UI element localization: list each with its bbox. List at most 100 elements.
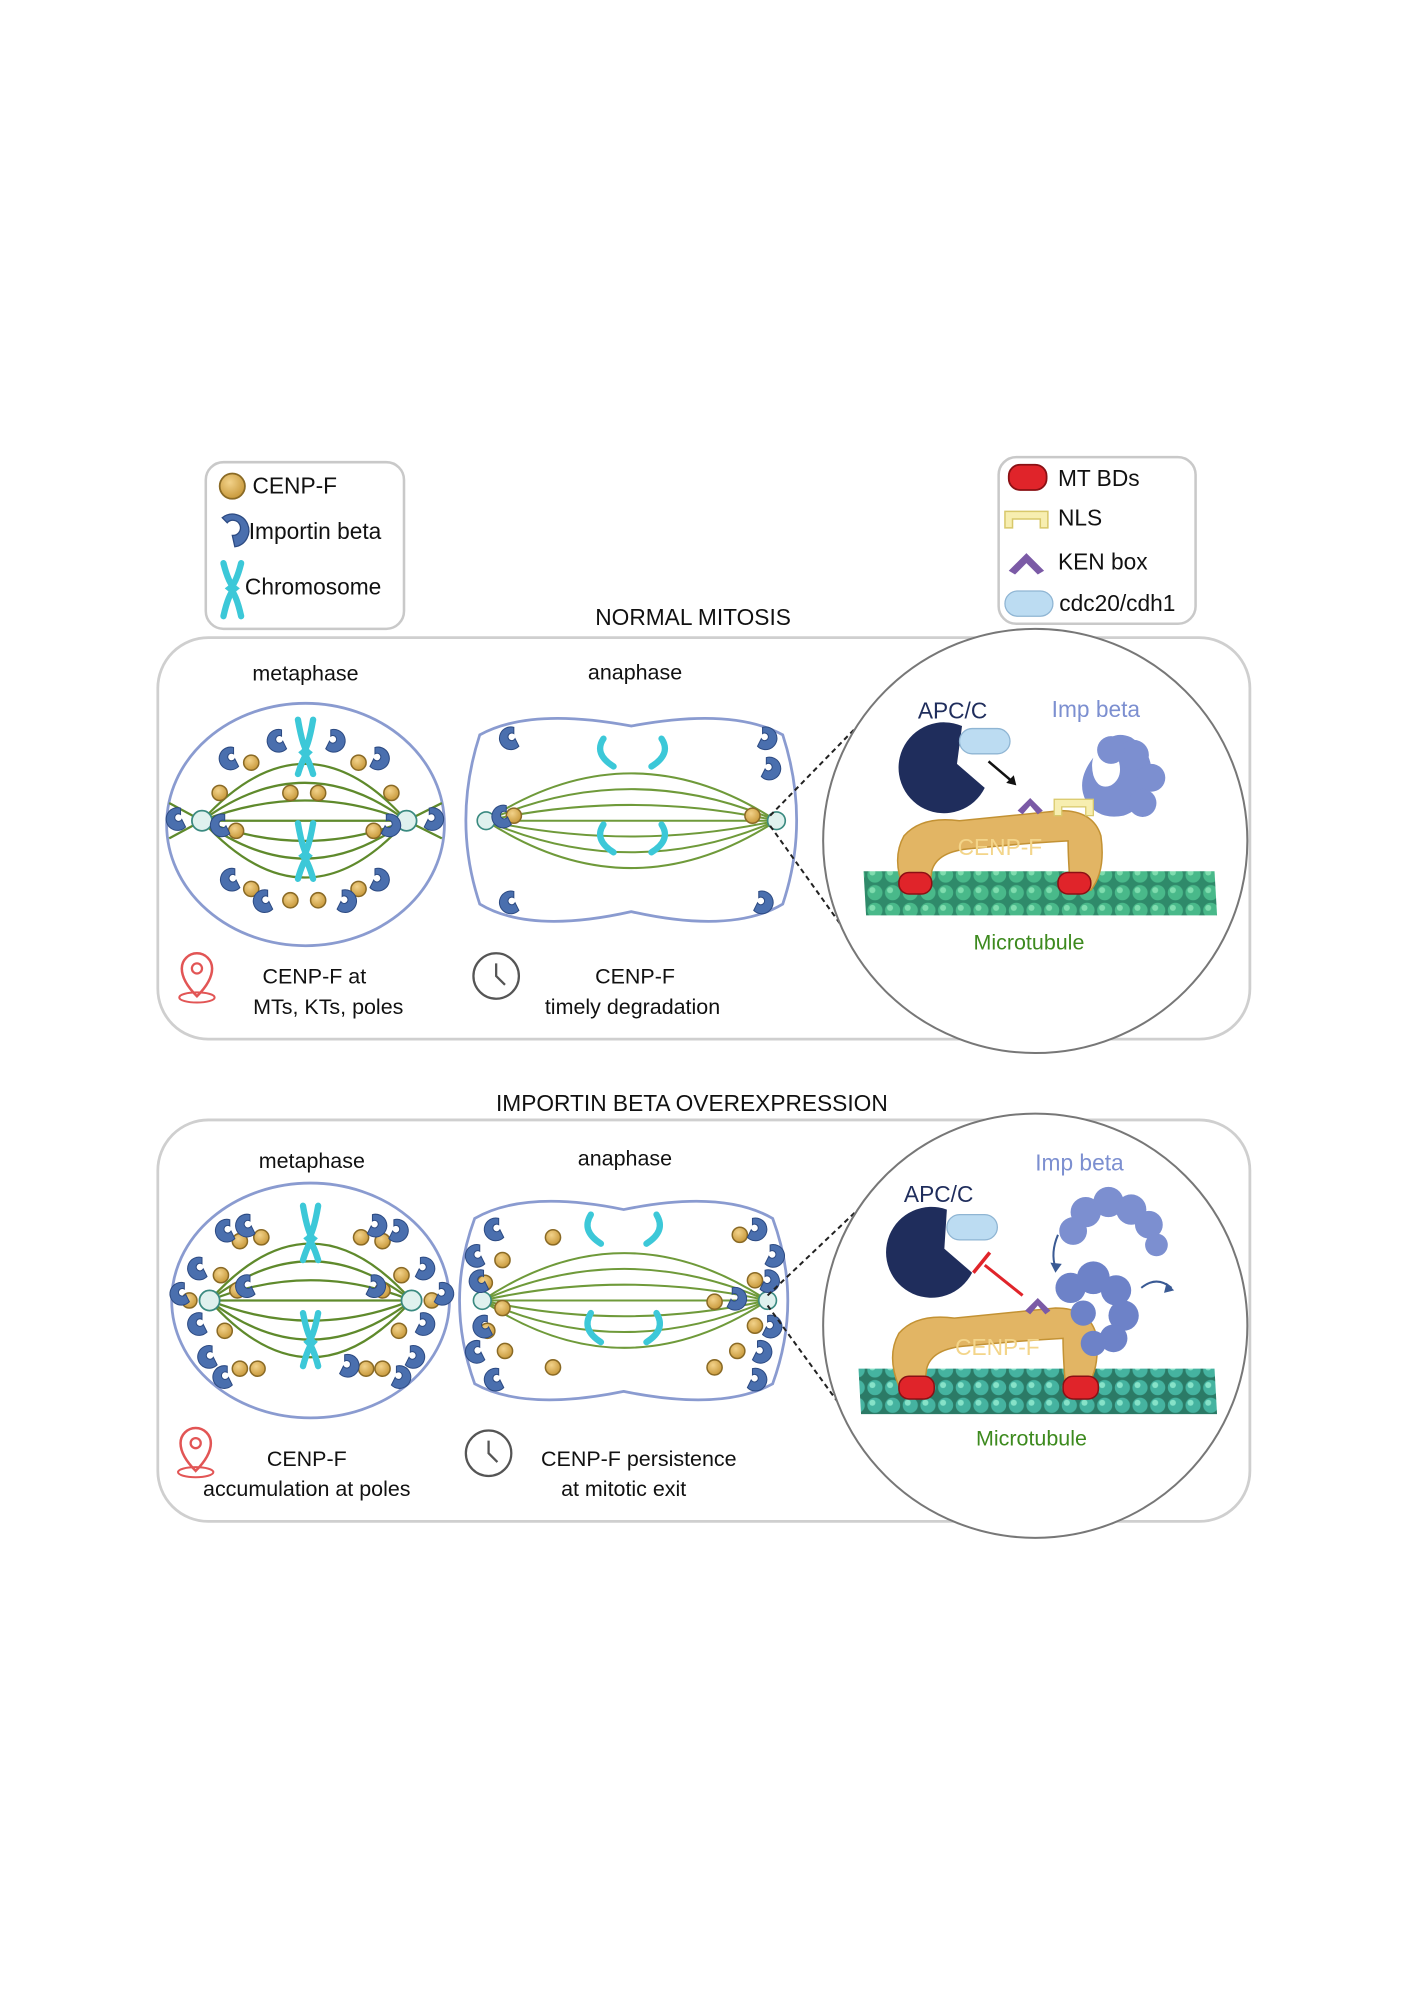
legend-cenpf-item: CENP-F xyxy=(218,472,338,500)
overexp-caption-mid: CENP-F persistence at mitotic exit xyxy=(464,1429,737,1501)
importin-beta-marks xyxy=(165,728,445,913)
arrow-head-icon xyxy=(1006,775,1017,786)
overexp-metaphase-cell xyxy=(169,1181,455,1420)
importin-beta-icon xyxy=(221,513,250,548)
legend-cdc20-item: cdc20/cdh1 xyxy=(1004,590,1175,617)
normal-caption-mid-line2: timely degradation xyxy=(545,995,720,1019)
legend-left: CENP-F Importin beta Chromosome xyxy=(204,460,406,631)
ken-box-icon xyxy=(1008,553,1045,575)
legend-chromosome-label: Chromosome xyxy=(245,574,381,600)
separated-chromatids xyxy=(597,735,669,856)
panel-normal-title: NORMAL MITOSIS xyxy=(595,604,791,630)
legend-cdc20-label: cdc20/cdh1 xyxy=(1059,590,1175,616)
apc-c-complex xyxy=(898,722,1011,814)
zoom-line-bottom xyxy=(769,825,847,933)
normal-caption-mid: CENP-F timely degradation xyxy=(472,952,720,1019)
centrosome-right xyxy=(766,811,787,831)
normal-caption-left-line2: MTs, KTs, poles xyxy=(253,995,403,1019)
cenpf-protein: CENP-F xyxy=(896,798,1103,895)
overexp-imp-label: Imp beta xyxy=(1035,1149,1124,1175)
location-pin-icon xyxy=(177,1426,215,1479)
normal-anaphase-cell xyxy=(464,716,799,923)
overexp-cenpf-label: CENP-F xyxy=(955,1334,1040,1360)
mt-binding-domain-left xyxy=(898,1375,936,1400)
inhibition-line xyxy=(983,1263,1024,1297)
legend-mtbd-item: MT BDs xyxy=(1007,463,1140,491)
legend-kenbox-label: KEN box xyxy=(1058,548,1148,574)
spindle-microtubules xyxy=(485,772,777,869)
importin-beta-marks xyxy=(169,1213,455,1389)
chromosome-bottom xyxy=(299,1309,322,1370)
clock-icon xyxy=(464,1429,513,1478)
legend-right-box xyxy=(997,455,1197,626)
normal-metaphase-label: metaphase xyxy=(252,662,358,686)
apc-c-complex xyxy=(886,1206,999,1298)
overexp-apc-label: APC/C xyxy=(904,1181,973,1207)
spindle-microtubules xyxy=(168,762,443,879)
legend-nls-item: NLS xyxy=(1004,504,1102,530)
nls-icon xyxy=(1004,510,1049,529)
legend-cenpf-label: CENP-F xyxy=(253,473,338,499)
cenpf-dot-icon xyxy=(218,472,246,500)
mt-binding-domain-left xyxy=(898,871,933,895)
legend-nls-label: NLS xyxy=(1058,504,1102,530)
mt-binding-domain-right xyxy=(1057,871,1092,895)
legend-left-box xyxy=(204,460,406,631)
inhibition-bar-icon xyxy=(972,1251,992,1274)
overexp-metaphase-label: metaphase xyxy=(259,1149,365,1173)
ken-box-icon xyxy=(1017,798,1043,815)
normal-caption-left-line1: CENP-F at xyxy=(263,965,367,989)
separated-chromatids xyxy=(584,1211,663,1346)
cdc20-cdh1-icon xyxy=(958,727,1011,755)
apc-c-pacman-icon xyxy=(886,1206,973,1298)
overexp-anaphase-cell xyxy=(458,1199,790,1402)
zoom-line-top xyxy=(769,713,870,817)
importin-beta-marks xyxy=(491,726,782,915)
panel-overexpression-title: IMPORTIN BETA OVEREXPRESSION xyxy=(496,1090,888,1116)
inhibition-mark xyxy=(972,1251,1024,1297)
zoom-line-top xyxy=(766,1198,870,1297)
mt-binding-domain-icon xyxy=(1007,463,1048,491)
cenpf-dots xyxy=(211,754,400,909)
importin-beta-marks xyxy=(464,1217,786,1392)
overexp-caption-left-line1: CENP-F xyxy=(267,1447,347,1471)
location-pin-icon xyxy=(178,952,216,1004)
normal-apc-label: APC/C xyxy=(918,697,987,723)
cdc20-cdh1-icon xyxy=(1004,590,1054,617)
overexp-caption-mid-line2: at mitotic exit xyxy=(561,1477,686,1501)
overexp-zoom-circle: APC/C Imp beta CENP-F xyxy=(822,1112,1249,1539)
arrow-head-icon xyxy=(1164,1282,1175,1293)
chromosome-top xyxy=(294,716,317,778)
apc-c-pacman-icon xyxy=(898,722,985,814)
degradation-arrow xyxy=(987,760,1015,784)
importin-beta-bound xyxy=(1055,1261,1139,1357)
overexp-microtubule-label: Microtubule xyxy=(976,1427,1087,1451)
legend-right: MT BDs NLS KEN box cdc20/cdh1 xyxy=(997,455,1197,626)
chromosome-icon xyxy=(220,560,245,620)
normal-caption-left: CENP-F at MTs, KTs, poles xyxy=(178,952,403,1019)
microtubule-lattice xyxy=(863,871,1218,916)
cenpf-dots xyxy=(505,807,761,825)
legend-importin-item: Importin beta xyxy=(221,513,382,548)
ken-box-icon xyxy=(1025,1297,1051,1315)
centrosome-right xyxy=(400,1289,423,1312)
normal-microtubule-label: Microtubule xyxy=(973,930,1084,954)
normal-cenpf-label: CENP-F xyxy=(958,834,1043,860)
overexp-caption-mid-line1: CENP-F persistence xyxy=(541,1447,737,1471)
legend-importin-label: Importin beta xyxy=(249,518,382,544)
centrosome-left xyxy=(191,809,213,832)
overexp-caption-left-line2: accumulation at poles xyxy=(203,1477,411,1501)
legend-mtbd-label: MT BDs xyxy=(1058,465,1140,491)
normal-caption-mid-line1: CENP-F xyxy=(595,965,675,989)
nls-icon xyxy=(1053,798,1094,817)
chromosome-bottom xyxy=(294,820,317,882)
cenpf-dots xyxy=(181,1229,441,1377)
cdc20-cdh1-icon xyxy=(946,1213,999,1241)
mt-binding-domain-right xyxy=(1062,1375,1100,1400)
arrow-head-icon xyxy=(1050,1262,1062,1273)
normal-zoom-circle: APC/C Imp beta CENP-F Microtubule xyxy=(822,627,1249,1055)
legend-kenbox-item: KEN box xyxy=(1008,548,1148,575)
microtubule-lattice xyxy=(858,1368,1218,1415)
